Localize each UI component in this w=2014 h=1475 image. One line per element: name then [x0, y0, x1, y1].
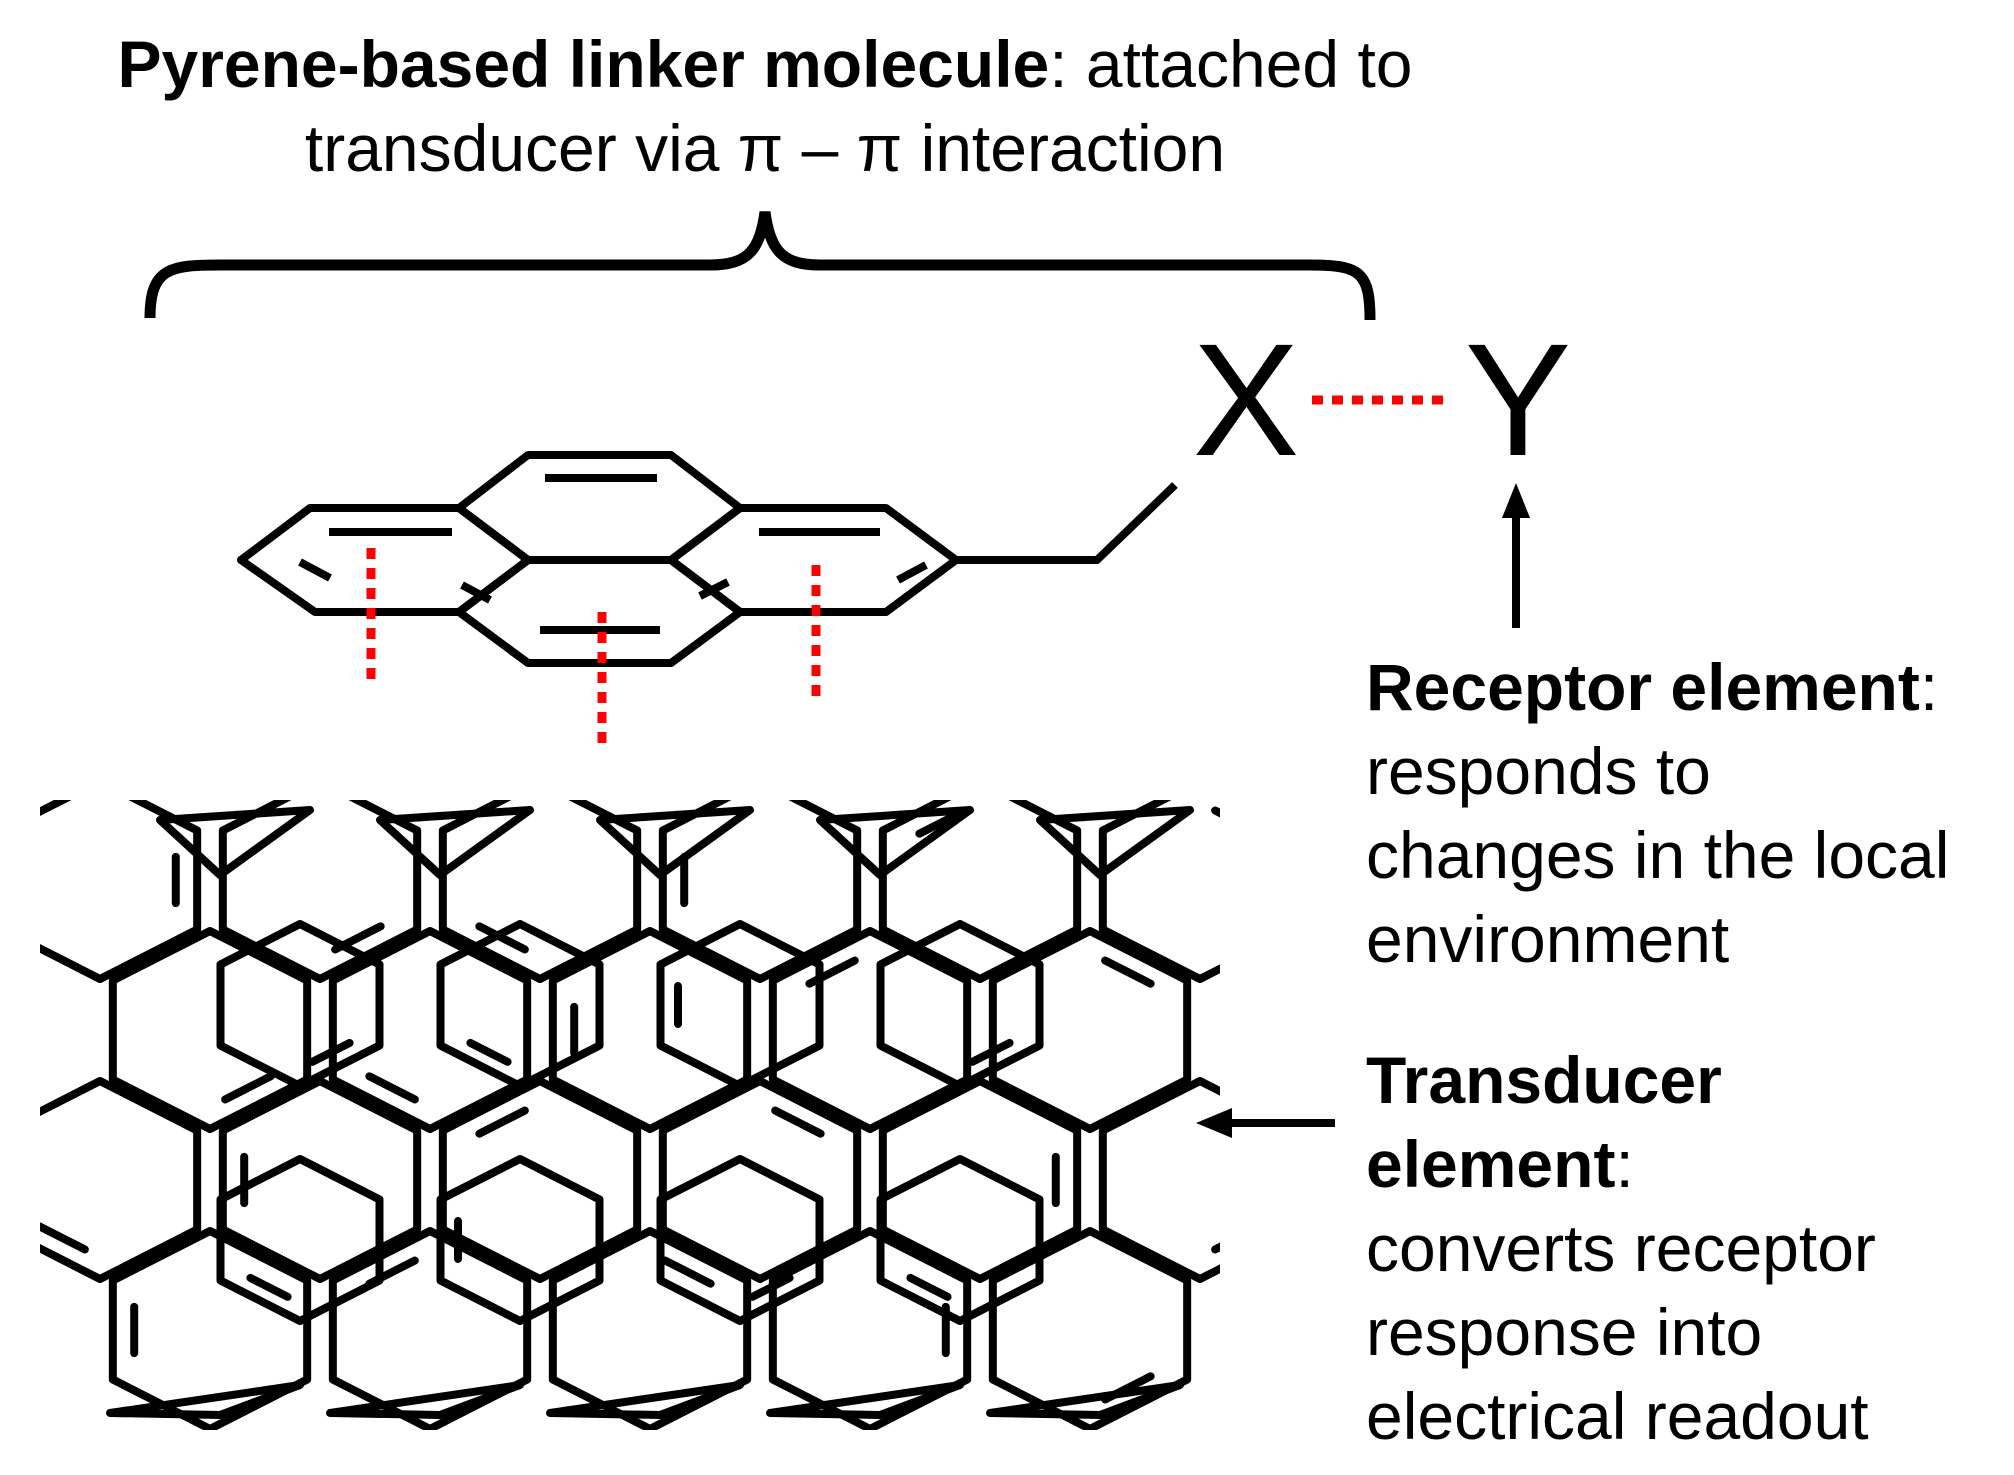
nanotube-back-hexagon	[216, 920, 384, 1090]
nanotube-back-hexagon	[436, 1155, 604, 1325]
nanotube-rim-face	[546, 1381, 744, 1419]
nanotube-hexagon	[1098, 1077, 1220, 1283]
nanotube-rim-face	[596, 806, 754, 879]
nanotube-rim-face	[156, 806, 314, 879]
nanotube-hexagon	[218, 800, 422, 983]
pyrene-molecule	[237, 451, 1178, 667]
receptor-title: Receptor element	[1366, 650, 1920, 724]
carbon-nanotube	[40, 800, 1220, 1430]
nanotube-hexagon	[40, 800, 202, 983]
nanotube-hexagon	[108, 927, 312, 1133]
receptor-line2: changes in the local	[1366, 818, 1950, 892]
nanotube-double-bond	[805, 956, 859, 988]
nanotube-hexagon	[548, 1227, 752, 1430]
receptor-arrow	[1502, 483, 1530, 628]
transducer-line2: response into	[1366, 1295, 1763, 1369]
nanotube-hexagon	[658, 800, 862, 983]
linker-title: Pyrene-based linker molecule	[117, 27, 1050, 101]
nanotube-rim-face	[106, 1381, 304, 1419]
nanotube-double-bond	[475, 1106, 529, 1138]
linker-caption: Pyrene-based linker molecule: attached t…	[40, 22, 1490, 190]
nanotube-hexagon	[1098, 800, 1220, 983]
transducer-title-line1: Transducer	[1366, 1043, 1722, 1117]
nanotube-double-bond	[475, 922, 529, 954]
nanotube-hexagon	[218, 1077, 422, 1283]
nanotube-hexagon	[40, 1077, 202, 1283]
nanotube-hexagon	[988, 1227, 1192, 1430]
nanotube-hexagon	[438, 800, 642, 983]
nanotube-back-hexagon	[656, 1155, 824, 1325]
nanotube-hexagon	[328, 927, 532, 1133]
nanotube-rim-face	[816, 806, 974, 879]
nanotube-back-hexagon	[656, 920, 824, 1090]
nanotube-double-bond	[1211, 806, 1220, 818]
nanotube-double-bond	[1101, 956, 1155, 988]
nanotube-double-bond	[365, 1256, 419, 1288]
nanotube-double-bond	[906, 1273, 952, 1301]
symbol-x: X	[1193, 310, 1300, 489]
nanotube-double-bond	[365, 1072, 419, 1104]
receptor-line3: environment	[1366, 902, 1730, 976]
nanotube-back-hexagon	[876, 920, 1044, 1090]
nanotube-double-bond	[771, 1106, 825, 1138]
nanotube-double-bond	[1211, 1242, 1220, 1254]
linker-caption-line1: Pyrene-based linker molecule: attached t…	[117, 27, 1413, 101]
nanotube-hexagon	[768, 1227, 972, 1430]
nanotube-double-bond	[466, 1038, 512, 1066]
nanotube-back-hexagon	[876, 1155, 1044, 1325]
nanotube-double-bond	[246, 1273, 292, 1301]
nanotube-rim-face	[766, 1381, 964, 1419]
nanotube-rim-face	[376, 806, 534, 879]
nanotube-hexagon	[878, 1077, 1082, 1283]
nanotube-hexagon	[438, 1077, 642, 1283]
pi-pi-interaction-lines	[366, 548, 821, 750]
nanotube-rim-face	[986, 1381, 1184, 1419]
transducer-caption: Transducer element: converts receptor re…	[1366, 1038, 1876, 1458]
nanotube-double-bond	[331, 922, 385, 954]
nanotube-rim-face	[1036, 806, 1194, 879]
nanotube-hexagon	[108, 1227, 312, 1430]
nanotube-hexagon	[988, 927, 1192, 1133]
receptor-line1: responds to	[1366, 734, 1711, 808]
nanotube-back-hexagon	[436, 920, 604, 1090]
transducer-line1: converts receptor	[1366, 1211, 1876, 1285]
nanotube-hexagon	[548, 927, 752, 1133]
transducer-title-line2: element	[1366, 1127, 1616, 1201]
linker-line1-rest: attached to	[1067, 27, 1413, 101]
nanotube-hexagon	[658, 1077, 862, 1283]
transducer-arrow	[1196, 1108, 1335, 1138]
symbol-y: Y	[1465, 310, 1572, 489]
nanotube-double-bond	[40, 1222, 89, 1254]
nanotube-hexagon	[768, 927, 972, 1133]
nanotube-hexagon	[328, 1227, 532, 1430]
transducer-line3: electrical readout	[1366, 1379, 1869, 1453]
nanotube-double-bond	[661, 1256, 715, 1288]
linker-brace	[144, 211, 1376, 321]
receptor-caption: Receptor element: responds to changes in…	[1366, 645, 1949, 981]
nanotube-hexagon	[878, 800, 1082, 983]
nanotube-double-bond	[221, 1072, 275, 1104]
linker-caption-line2: transducer via π – π interaction	[304, 111, 1226, 185]
nanotube-rim-face	[326, 1381, 524, 1419]
